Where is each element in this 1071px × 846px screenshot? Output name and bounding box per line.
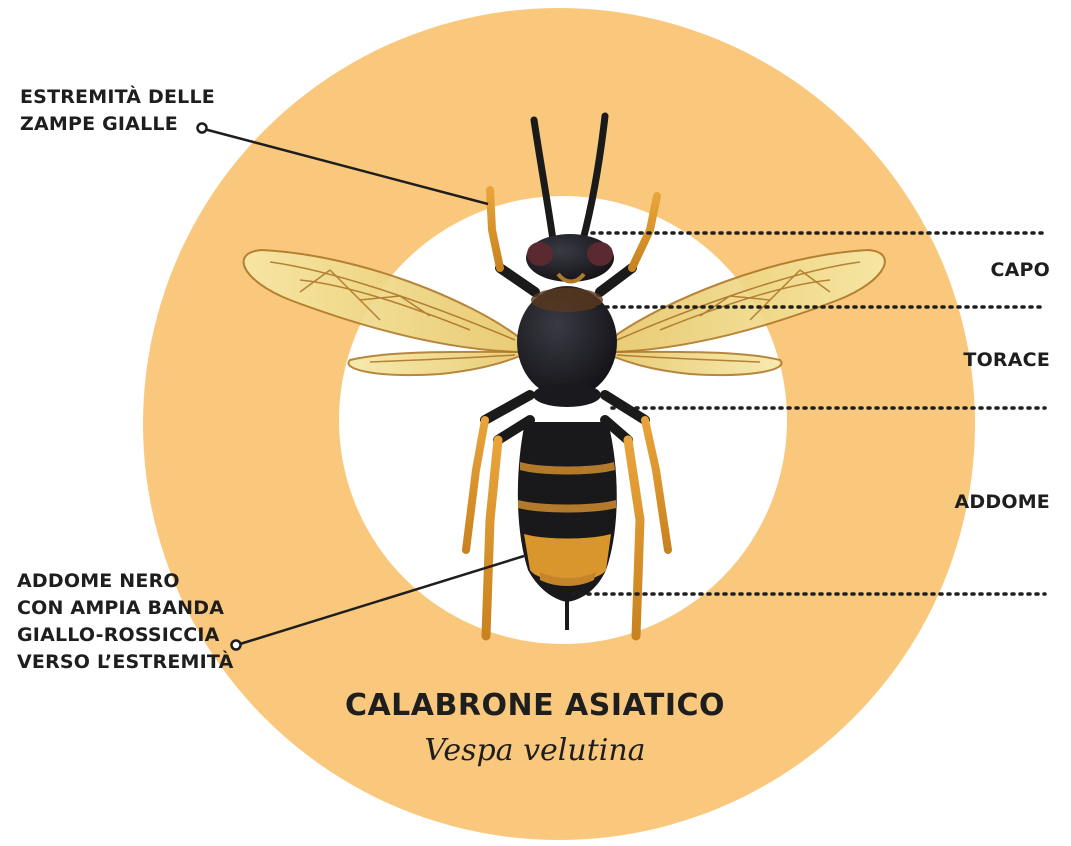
label-abdomen-note-line4: VERSO L’ESTREMITÀ (17, 649, 234, 676)
head (526, 234, 614, 282)
label-abdomen-note: ADDOME NERO CON AMPIA BANDA GIALLO-ROSSI… (17, 568, 234, 676)
label-abdomen: ADDOME (955, 489, 1051, 516)
label-abdomen-note-line3: GIALLO-ROSSICCIA (17, 622, 234, 649)
title: CALABRONE ASIATICO (300, 688, 770, 723)
label-abdomen-note-line1: ADDOME NERO (17, 568, 234, 595)
label-legs-line1: ESTREMITÀ DELLE (20, 84, 215, 111)
subtitle: Vespa velutina (300, 733, 770, 768)
thorax (517, 286, 617, 407)
label-head: CAPO (990, 257, 1050, 284)
label-legs: ESTREMITÀ DELLE ZAMPE GIALLE (20, 84, 215, 138)
label-thorax: TORACE (963, 347, 1050, 374)
abdomen (518, 422, 617, 630)
label-legs-line2: ZAMPE GIALLE (20, 111, 215, 138)
label-abdomen-note-line2: CON AMPIA BANDA (17, 595, 234, 622)
